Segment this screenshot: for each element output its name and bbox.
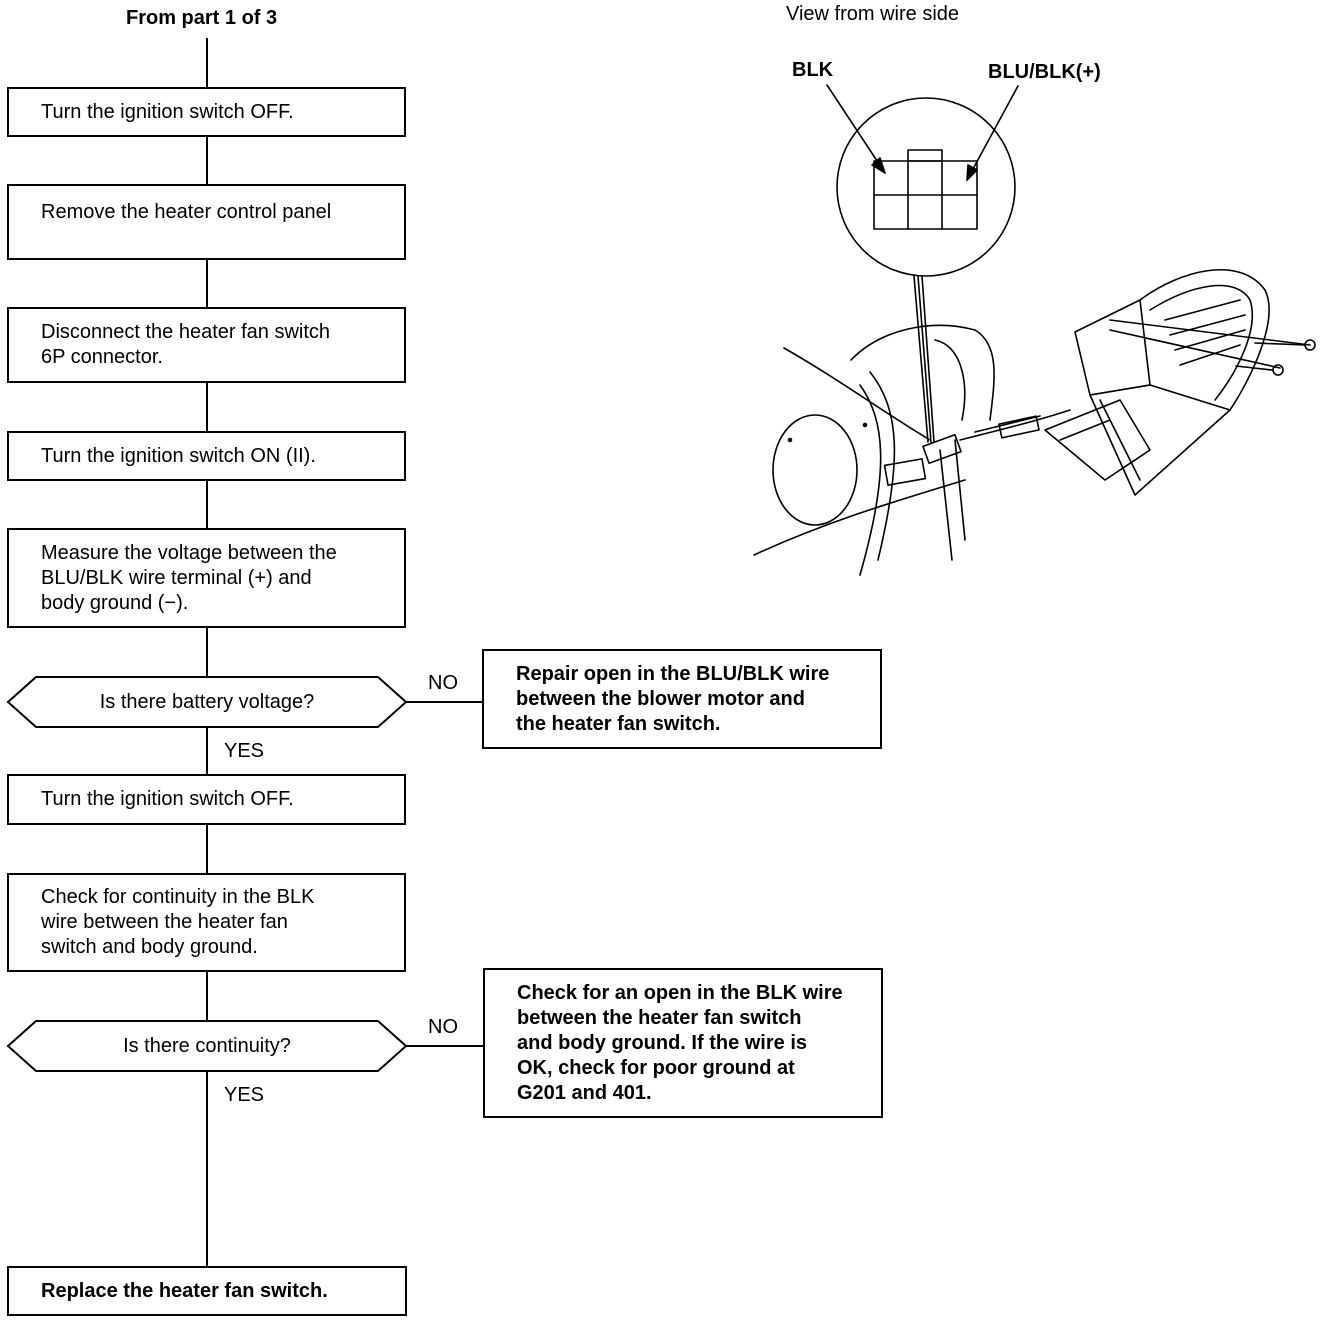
start-label: From part 1 of 3 [126,7,278,29]
result-text: Check for an open in the BLK wire betwee… [517,981,843,1104]
step-text: Turn the ignition switch ON (II). [41,444,316,467]
step-text: Turn the ignition switch OFF. [41,100,294,123]
step-ignition-on: Turn the ignition switch ON (II). [7,431,406,481]
step-text: Disconnect the heater fan switch 6P conn… [41,321,331,368]
step-remove-panel: Remove the heater control panel [7,184,406,260]
decision-continuity: Is there continuity? [123,1035,291,1057]
step-replace-switch: Replace the heater fan switch. [7,1266,407,1316]
blu-blk-label: BLU/BLK(+) [988,61,1101,83]
step-measure-voltage: Measure the voltage between the BLU/BLK … [7,528,406,628]
step-text: Remove the heater control panel [41,201,332,223]
decision-battery-voltage: Is there battery voltage? [99,691,315,713]
step-ignition-off: Turn the ignition switch OFF. [7,87,406,137]
step-text: Turn the ignition switch OFF. [41,788,294,810]
step-disconnect-connector: Disconnect the heater fan switch 6P conn… [7,307,406,383]
no-label-2: NO [428,1016,458,1038]
connector-illustration [753,84,1316,576]
step-check-continuity: Check for continuity in the BLK wire bet… [7,873,406,972]
yes-label-2: YES [224,1084,265,1106]
step-text: Measure the voltage between the BLU/BLK … [41,541,337,614]
result-check-blk-wire: Check for an open in the BLK wire betwee… [483,968,883,1118]
result-text: Repair open in the BLU/BLK wire between … [516,662,830,735]
no-label-1: NO [428,672,458,694]
yes-label-1: YES [224,740,265,762]
view-label: View from wire side [786,3,960,25]
result-repair-blu-blk: Repair open in the BLU/BLK wire between … [482,649,882,749]
step-text: Replace the heater fan switch. [41,1279,328,1302]
step-ignition-off-2: Turn the ignition switch OFF. [7,774,406,825]
step-text: Check for continuity in the BLK wire bet… [41,886,315,958]
blk-label: BLK [792,59,834,81]
